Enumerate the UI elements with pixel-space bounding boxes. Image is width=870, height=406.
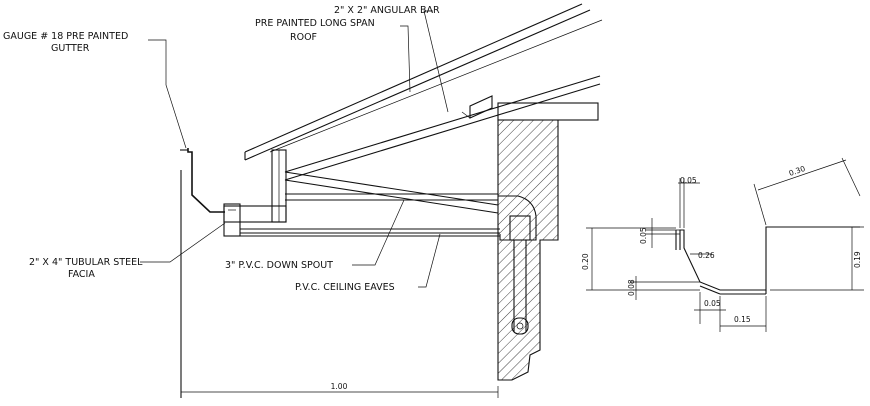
- dim-lip-top: 0.05: [680, 176, 697, 185]
- concrete-wall: [497, 102, 599, 381]
- pvc-ceiling-eaves: [240, 228, 500, 237]
- gutter-profile-detail: 0.05 0.05 0.20 0.26 0.08 0.05 0.15 0.30: [581, 157, 864, 332]
- label-roof: PRE PAINTED LONG SPAN ROOF: [255, 18, 411, 93]
- down-spout-label: 3" P.V.C. DOWN SPOUT: [225, 260, 333, 271]
- long-span-roof: [244, 3, 603, 161]
- facia-label-line2: FACIA: [68, 269, 95, 280]
- dim-overall-width: 1.00: [331, 382, 348, 391]
- dim-lip-side: 0.05: [639, 227, 648, 244]
- dim-gutter-back-width: 0.30: [788, 164, 807, 178]
- gutter-label-line2: GUTTER: [51, 43, 90, 54]
- dim-gutter-step: 0.08: [627, 279, 636, 296]
- pre-painted-gutter: [180, 148, 225, 213]
- label-ceiling-eaves: P.V.C. CEILING EAVES: [295, 233, 441, 293]
- dim-gutter-back-height: 0.19: [853, 251, 862, 268]
- roof-label-line2: ROOF: [290, 32, 317, 43]
- roof-label-line1: PRE PAINTED LONG SPAN: [255, 18, 375, 29]
- facia-label-line1: 2" X 4" TUBULAR STEEL: [29, 257, 143, 268]
- label-gutter: GAUGE # 18 PRE PAINTED GUTTER: [3, 31, 187, 149]
- dim-gutter-base: 0.15: [734, 315, 751, 324]
- dim-gutter-bottom-step: 0.05: [704, 299, 721, 308]
- angular-bar-label: 2" X 2" ANGULAR BAR: [334, 5, 440, 16]
- dim-gutter-height: 0.20: [581, 253, 590, 270]
- gutter-label-line1: GAUGE # 18 PRE PAINTED: [3, 31, 128, 42]
- label-angular-bar: 2" X 2" ANGULAR BAR: [334, 5, 449, 113]
- overall-width-dimension: 1.00: [180, 382, 499, 398]
- label-facia: 2" X 4" TUBULAR STEEL FACIA: [29, 222, 226, 280]
- dim-gutter-slope: 0.26: [698, 251, 715, 260]
- roof-truss: [284, 75, 601, 214]
- angular-bar: [271, 149, 287, 223]
- ceiling-eaves-label: P.V.C. CEILING EAVES: [295, 282, 395, 293]
- pvc-down-spout: [498, 195, 537, 335]
- label-down-spout: 3" P.V.C. DOWN SPOUT: [225, 199, 405, 271]
- tubular-steel-facia: [223, 203, 287, 237]
